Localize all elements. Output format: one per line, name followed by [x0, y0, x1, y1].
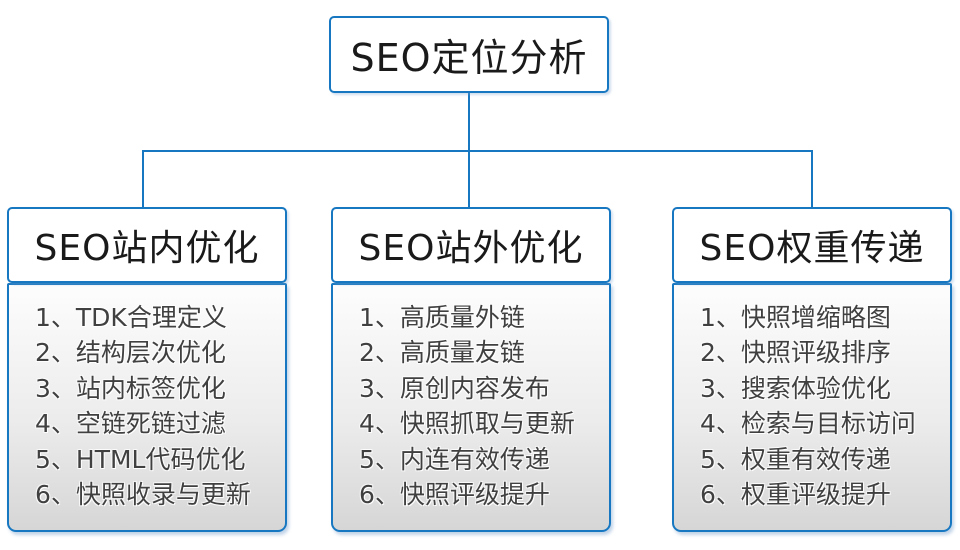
branch-weight-header: SEO权重传递 [672, 207, 952, 283]
list-item: 2、结构层次优化 [35, 338, 226, 368]
list-item: 1、高质量外链 [359, 302, 525, 332]
list-item: 4、检索与目标访问 [700, 409, 916, 439]
list-item: 4、空链死链过滤 [35, 409, 226, 439]
list-item: 6、权重评级提升 [700, 480, 891, 510]
list-item: 5、HTML代码优化 [35, 444, 246, 474]
list-item: 6、快照评级提升 [359, 480, 550, 510]
root-node-title: SEO定位分析 [350, 36, 588, 80]
branch-offsite-header: SEO站外优化 [331, 207, 611, 283]
connector-branch-1-stem [142, 150, 144, 207]
list-item: 3、原创内容发布 [359, 373, 550, 403]
branch-onsite-list: 1、TDK合理定义 2、结构层次优化 3、站内标签优化 4、空链死链过滤 5、H… [7, 283, 287, 532]
branch-weight-list: 1、快照增缩略图 2、快照评级排序 3、搜索体验优化 4、检索与目标访问 5、权… [672, 283, 952, 532]
list-item: 5、内连有效传递 [359, 444, 550, 474]
list-item: 1、快照增缩略图 [700, 302, 891, 332]
branch-onsite-title: SEO站内优化 [34, 228, 260, 269]
list-item: 6、快照收录与更新 [35, 480, 251, 510]
list-item: 3、搜索体验优化 [700, 373, 891, 403]
branch-offsite-list: 1、高质量外链 2、高质量友链 3、原创内容发布 4、快照抓取与更新 5、内连有… [331, 283, 611, 532]
list-item: 4、快照抓取与更新 [359, 409, 575, 439]
connector-horizontal-rail [142, 150, 813, 152]
list-item: 2、快照评级排序 [700, 338, 891, 368]
list-item: 1、TDK合理定义 [35, 302, 227, 332]
connector-root-stem [468, 93, 470, 151]
root-node: SEO定位分析 [329, 16, 609, 93]
connector-branch-2-stem [468, 150, 470, 207]
branch-weight-title: SEO权重传递 [699, 228, 925, 269]
connector-branch-3-stem [811, 150, 813, 207]
list-item: 3、站内标签优化 [35, 373, 226, 403]
branch-offsite-title: SEO站外优化 [358, 228, 584, 269]
list-item: 2、高质量友链 [359, 338, 525, 368]
list-item: 5、权重有效传递 [700, 444, 891, 474]
branch-onsite-header: SEO站内优化 [7, 207, 287, 283]
